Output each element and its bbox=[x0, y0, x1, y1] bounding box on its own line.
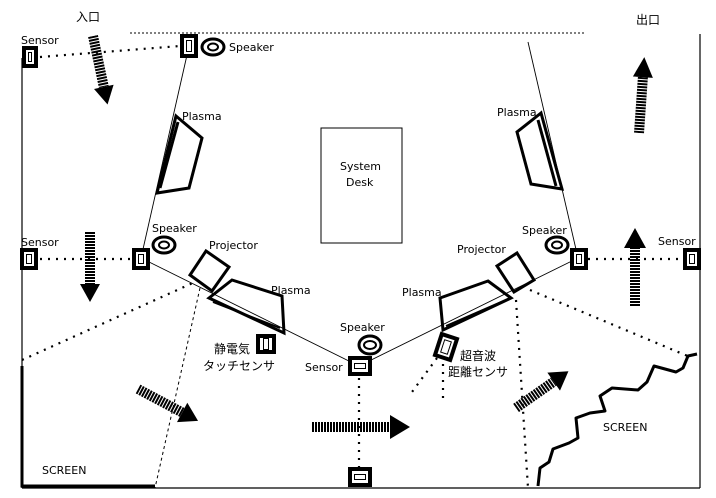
sensor-center-bottom bbox=[348, 467, 372, 487]
plasma-label-lower-right: Plasma bbox=[402, 286, 442, 299]
projector-right bbox=[494, 250, 537, 295]
speaker-label-mid-left: Speaker bbox=[152, 222, 197, 235]
plasma-displays bbox=[155, 110, 565, 336]
sensor-label-top-left: Sensor bbox=[21, 34, 59, 47]
ultrasonic-sensor-device bbox=[432, 331, 460, 363]
right-partition-upper bbox=[527, 41, 579, 259]
ultrasonic-sensor-label-1: 超音波 bbox=[460, 348, 496, 363]
plasma-label-upper-left: Plasma bbox=[182, 110, 222, 123]
flow-arrows bbox=[80, 34, 653, 439]
touch-sensor-label-2: タッチセンサ bbox=[203, 359, 275, 373]
labels: 入口 出口 Sensor Speaker Plasma Plasma Syste… bbox=[21, 10, 696, 477]
arrow-exit-up bbox=[632, 57, 653, 134]
beam-top-left bbox=[39, 44, 181, 59]
sensor-mid-right-inner bbox=[570, 248, 588, 270]
sensor-top-center bbox=[180, 34, 198, 58]
speaker-mid-left bbox=[151, 235, 177, 255]
sensor-center-front bbox=[348, 356, 372, 376]
arrow-entrance-down bbox=[88, 34, 114, 105]
system-desk-label-2: Desk bbox=[346, 176, 374, 189]
arrow-bottom-right-diagonal bbox=[513, 371, 569, 413]
arrow-center-right bbox=[312, 415, 410, 439]
projectors bbox=[187, 248, 537, 295]
projector-left bbox=[187, 248, 232, 294]
left-partition-upper bbox=[140, 54, 188, 259]
plasma-upper-right bbox=[515, 110, 565, 191]
arrow-left-down bbox=[80, 232, 100, 302]
beam-ultrasonic-diagonal bbox=[411, 357, 438, 393]
speaker-mid-right bbox=[544, 235, 570, 255]
exit-label: 出口 bbox=[636, 13, 660, 27]
plasma-lower-right bbox=[438, 279, 514, 333]
speaker-label-center: Speaker bbox=[340, 321, 385, 334]
speaker-label-mid-right: Speaker bbox=[522, 224, 567, 237]
sensor-top-left bbox=[22, 46, 38, 68]
arrow-right-up bbox=[624, 228, 646, 306]
plasma-upper-left bbox=[155, 113, 204, 195]
screen-label-left: SCREEN bbox=[42, 464, 86, 477]
sensor-mid-right-outer bbox=[683, 248, 701, 270]
plasma-label-upper-right: Plasma bbox=[497, 106, 537, 119]
touch-sensor-device bbox=[256, 334, 276, 354]
entrance-label: 入口 bbox=[76, 10, 100, 24]
plasma-label-lower-left: Plasma bbox=[271, 284, 311, 297]
screen-label-right: SCREEN bbox=[603, 421, 647, 434]
system-desk bbox=[320, 127, 403, 244]
system-desk-label-1: System bbox=[340, 160, 381, 173]
beam-right-diagonal bbox=[529, 288, 691, 359]
screen-right-curved bbox=[536, 352, 698, 487]
beam-left-diagonal bbox=[21, 280, 196, 362]
sensor-mid-left-outer bbox=[20, 248, 38, 270]
speaker-center bbox=[357, 334, 383, 356]
arrow-bottom-left-diagonal bbox=[135, 384, 199, 423]
room-walls bbox=[21, 32, 701, 489]
projector-label-left: Projector bbox=[209, 239, 258, 252]
ultrasonic-sensor-label-2: 距離センサ bbox=[448, 365, 508, 379]
plasma-lower-left bbox=[206, 278, 286, 336]
sensor-beams bbox=[21, 44, 691, 489]
projector-label-right: Projector bbox=[457, 243, 506, 256]
speakers bbox=[151, 37, 570, 356]
screen-left bbox=[20, 366, 155, 488]
sensor-label-mid-right: Sensor bbox=[658, 235, 696, 248]
beam-left-projector-dashed bbox=[154, 287, 201, 489]
sensors bbox=[20, 34, 701, 487]
sensor-mid-left-inner bbox=[132, 248, 150, 270]
sensor-label-center: Sensor bbox=[305, 361, 343, 374]
touch-sensor-label-1: 静電気 bbox=[214, 341, 250, 356]
beam-right-vertical bbox=[514, 299, 530, 489]
speaker-top bbox=[200, 37, 226, 57]
sensor-label-mid-left: Sensor bbox=[21, 236, 59, 249]
speaker-label-top: Speaker bbox=[229, 41, 274, 54]
